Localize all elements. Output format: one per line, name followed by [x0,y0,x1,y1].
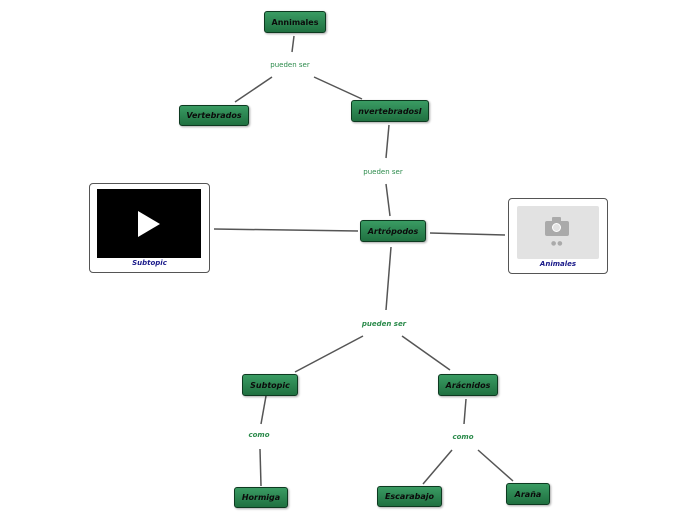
link-invertebrados-pueden [385,124,390,159]
node-subtopic[interactable]: Subtopic [242,374,298,396]
node-label: Araña [514,489,542,499]
carousel-dots-icon: ●● [551,240,564,247]
node-hormiga[interactable]: Hormiga [234,487,288,508]
video-resource[interactable]: Subtopic [89,183,210,273]
node-label: nvertebradosI [358,106,422,116]
link-artropodos-pueden [385,246,392,311]
phrase-como[interactable]: como [452,433,474,441]
node-invertebrados[interactable]: nvertebradosI [351,100,429,122]
link-como-arana [477,449,514,482]
node-label: Escarabajo [384,492,435,501]
link-pueden-aracnidos [401,335,451,371]
phrase-como[interactable]: como [248,431,270,439]
link-annimales-pueden [291,35,295,53]
phrase-pueden-ser[interactable]: pueden ser [363,168,403,176]
node-label: Annimales [271,17,319,27]
link-subtopic-como [260,395,267,425]
link-pueden-artropodos [385,183,391,217]
image-placeholder: ●● [517,206,599,259]
node-label: Arácnidos [445,380,491,390]
camera-lens-icon [552,223,561,232]
link-aracnidos-como [463,398,467,425]
video-thumbnail [97,189,201,258]
camera-icon-top [552,217,561,222]
node-arana[interactable]: Araña [506,483,550,505]
link-artropodos-image [429,232,506,236]
node-label: Hormiga [241,493,281,502]
node-label: Artrópodos [367,226,419,236]
node-label: Subtopic [250,380,290,390]
phrase-pueden-ser[interactable]: pueden ser [361,320,407,328]
node-aracnidos[interactable]: Arácnidos [438,374,498,396]
link-como-hormiga [259,448,262,487]
play-icon [138,211,160,237]
node-escarabajo[interactable]: Escarabajo [377,486,442,507]
node-label: Vertebrados [186,111,242,120]
node-annimales[interactable]: Annimales [264,11,326,33]
link-pueden-vertebrados [234,76,273,103]
image-caption: Animales [539,260,577,268]
link-como-escarabajo [422,449,453,485]
video-caption: Subtopic [132,259,167,267]
link-pueden-subtopic [294,335,364,373]
link-pueden-invertebrados [313,76,363,100]
phrase-pueden-ser[interactable]: pueden ser [270,61,310,69]
node-vertebrados[interactable]: Vertebrados [179,105,249,126]
link-video-artropodos [213,228,359,232]
node-artropodos[interactable]: Artrópodos [360,220,426,242]
image-resource[interactable]: ●● Animales [508,198,608,274]
